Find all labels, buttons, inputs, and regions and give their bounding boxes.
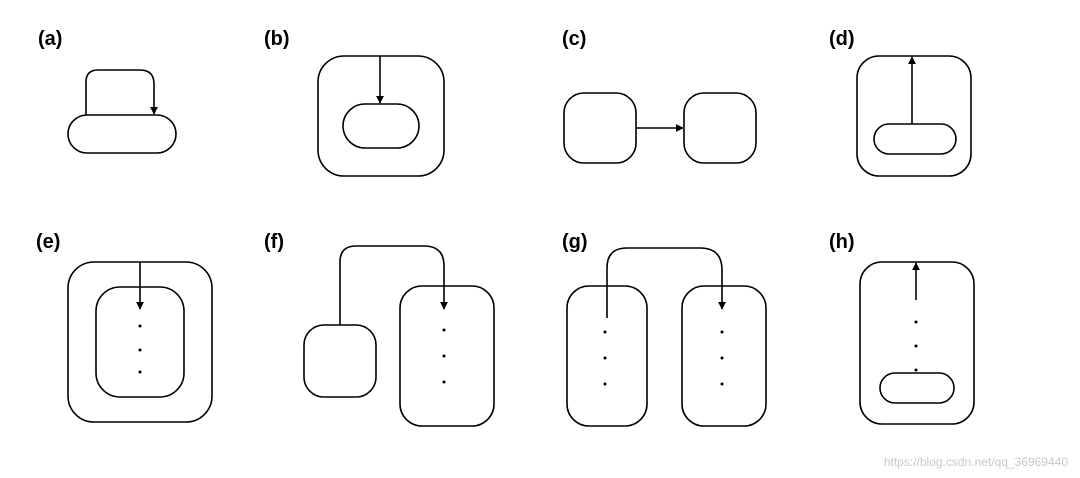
panel-g [566, 247, 767, 427]
inner-state-pill [879, 372, 955, 404]
ellipsis-dot [914, 320, 918, 324]
ellipsis-dot [603, 382, 607, 386]
ellipsis-dot [442, 354, 446, 358]
watermark-text: https://blog.csdn.net/qq_36969440 [884, 455, 1068, 469]
state-pill [67, 114, 177, 154]
panel-c [563, 92, 757, 164]
ellipsis-dot [720, 330, 724, 334]
panel-f [303, 245, 495, 427]
inner-state-pill [342, 103, 420, 149]
transition-arrow [339, 245, 448, 325]
state-box-right [399, 285, 495, 427]
inner-state-pill [873, 123, 957, 155]
ellipsis-dot [603, 356, 607, 360]
ellipsis-dot [603, 330, 607, 334]
ellipsis-dot [442, 328, 446, 332]
ellipsis-dot [138, 370, 142, 374]
state-box-left [563, 92, 637, 164]
panel-label-d: (d) [829, 28, 855, 50]
ellipsis-dot [914, 368, 918, 372]
state-box-left [303, 324, 377, 398]
panel-label-e: (e) [36, 231, 60, 253]
outer-state-box [859, 261, 975, 425]
self-loop-arrow [85, 69, 158, 115]
ellipsis-dot [138, 348, 142, 352]
state-box-right [681, 285, 767, 427]
ellipsis-dot [720, 382, 724, 386]
outer-state-box [317, 55, 445, 177]
panel-h [859, 261, 975, 425]
panel-label-a: (a) [38, 28, 62, 50]
panel-e [67, 261, 213, 423]
panel-b [317, 55, 445, 177]
ellipsis-dot [138, 324, 142, 328]
panel-label-f: (f) [264, 231, 284, 253]
ellipsis-dot [914, 344, 918, 348]
ellipsis-dot [720, 356, 724, 360]
outer-state-box [856, 55, 972, 177]
panel-label-g: (g) [562, 231, 588, 253]
state-box-right [683, 92, 757, 164]
panel-label-c: (c) [562, 28, 586, 50]
transition-arrow [606, 247, 726, 318]
panel-d [856, 55, 972, 177]
ellipsis-dot [442, 380, 446, 384]
panel-label-h: (h) [829, 231, 855, 253]
panel-label-b: (b) [264, 28, 290, 50]
panel-a [67, 69, 177, 154]
